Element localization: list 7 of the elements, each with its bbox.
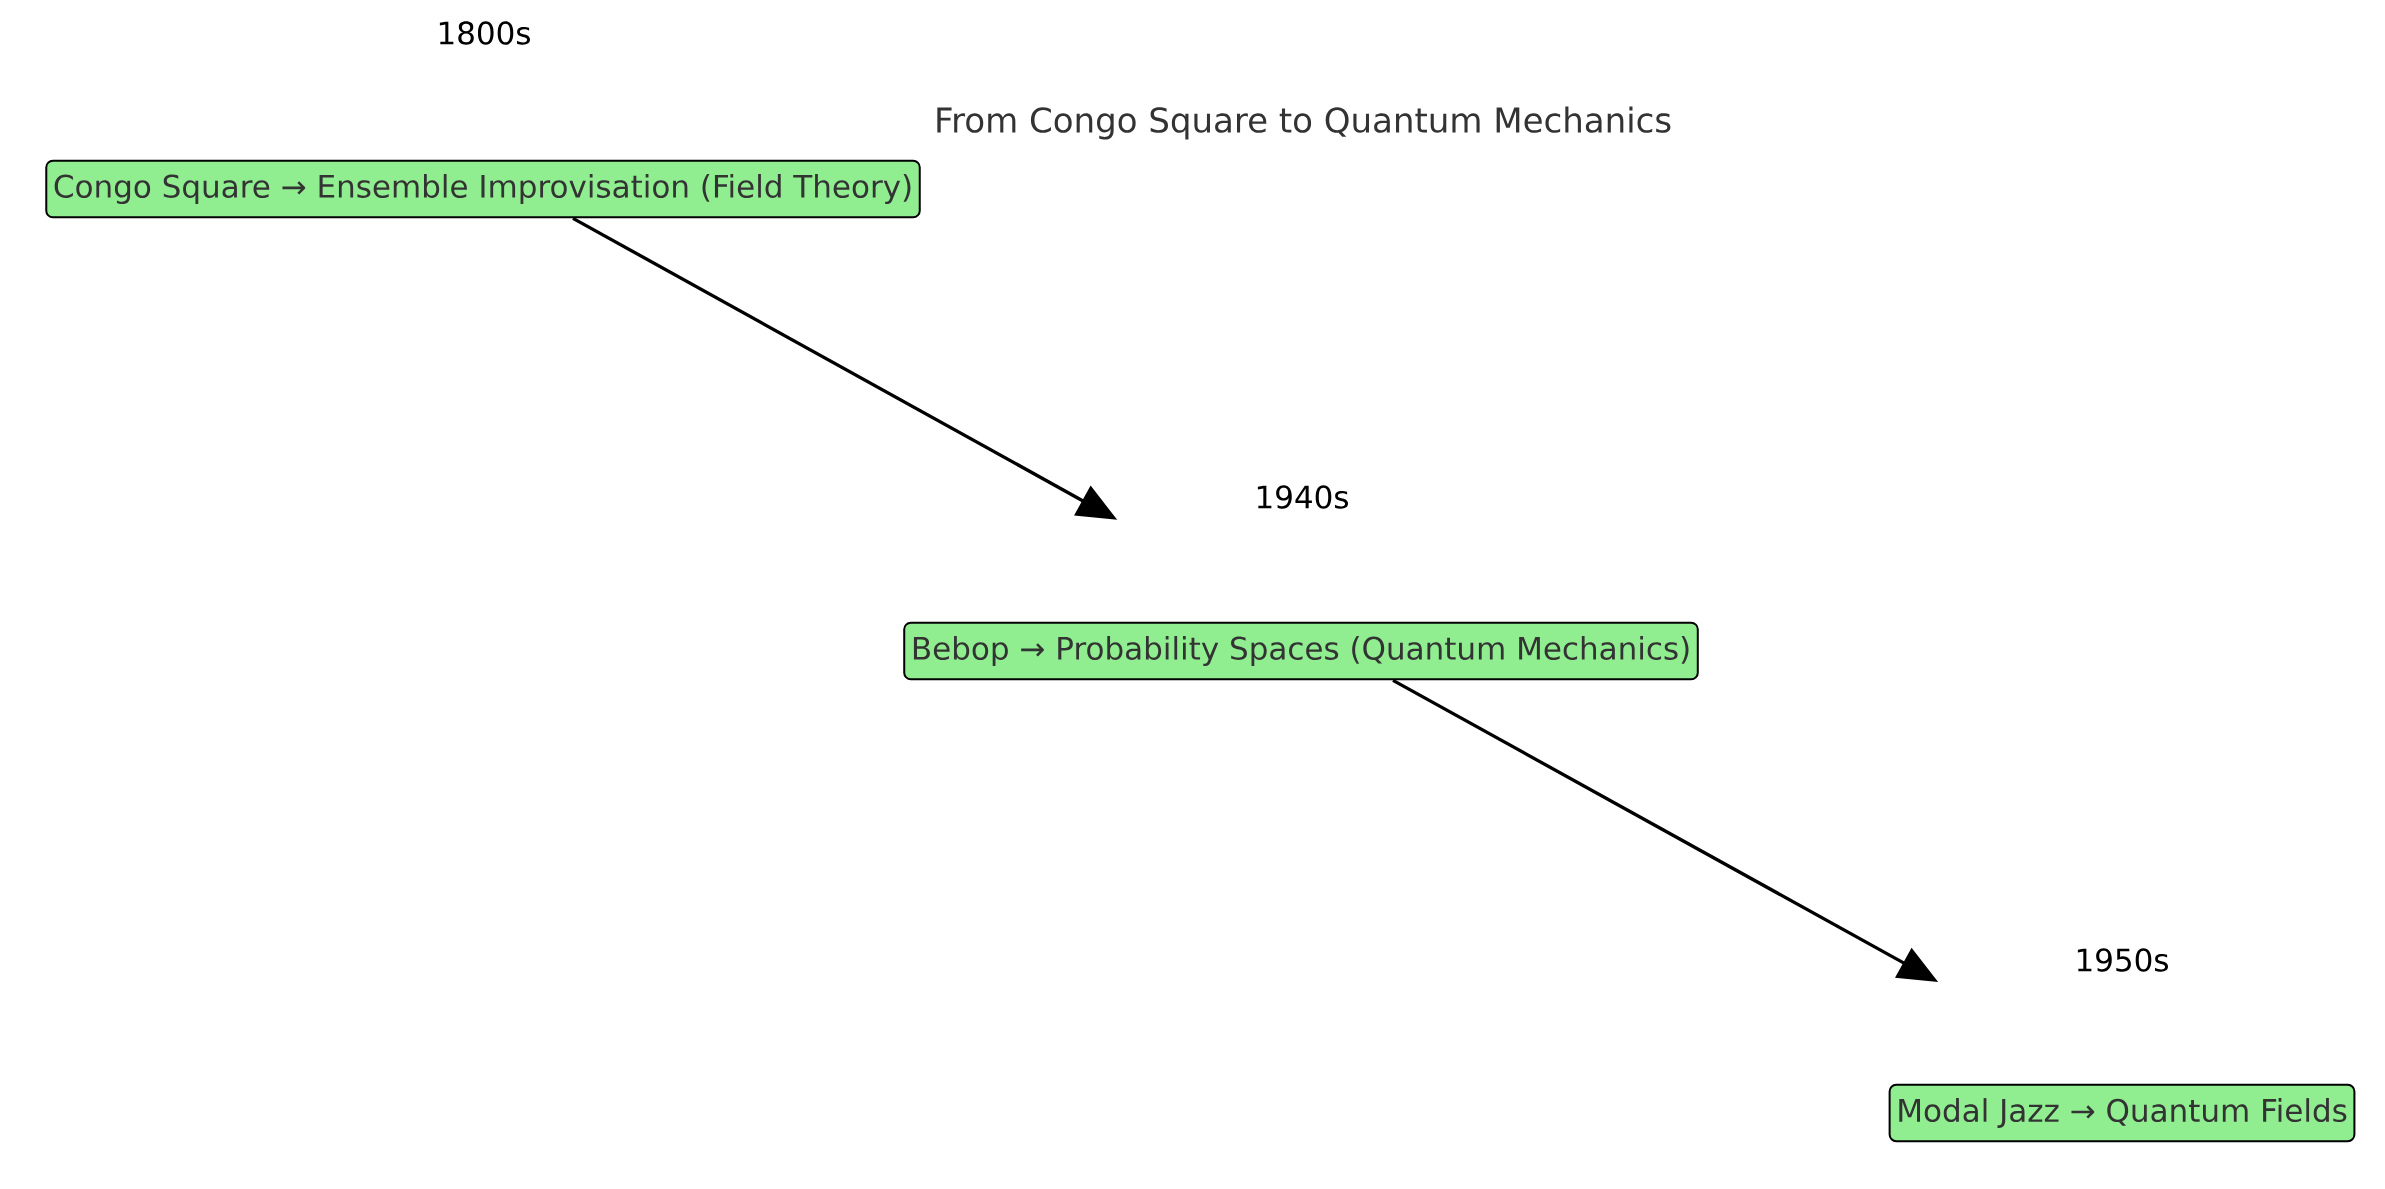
year-label: 1940s [1257,485,1348,509]
process-box: Modal Jazz → Quantum Fields [1888,1083,2356,1143]
process-box: Bebop → Probability Spaces (Quantum Mechanics) [903,621,1699,681]
year-label: 1800s [439,21,530,45]
diagram-title: From Congo Square to Quantum Mechanics [937,106,1671,140]
process-box: Congo Square → Ensemble Improvisation (Field Theory) [45,159,921,219]
year-label: 1950s [2077,948,2168,972]
